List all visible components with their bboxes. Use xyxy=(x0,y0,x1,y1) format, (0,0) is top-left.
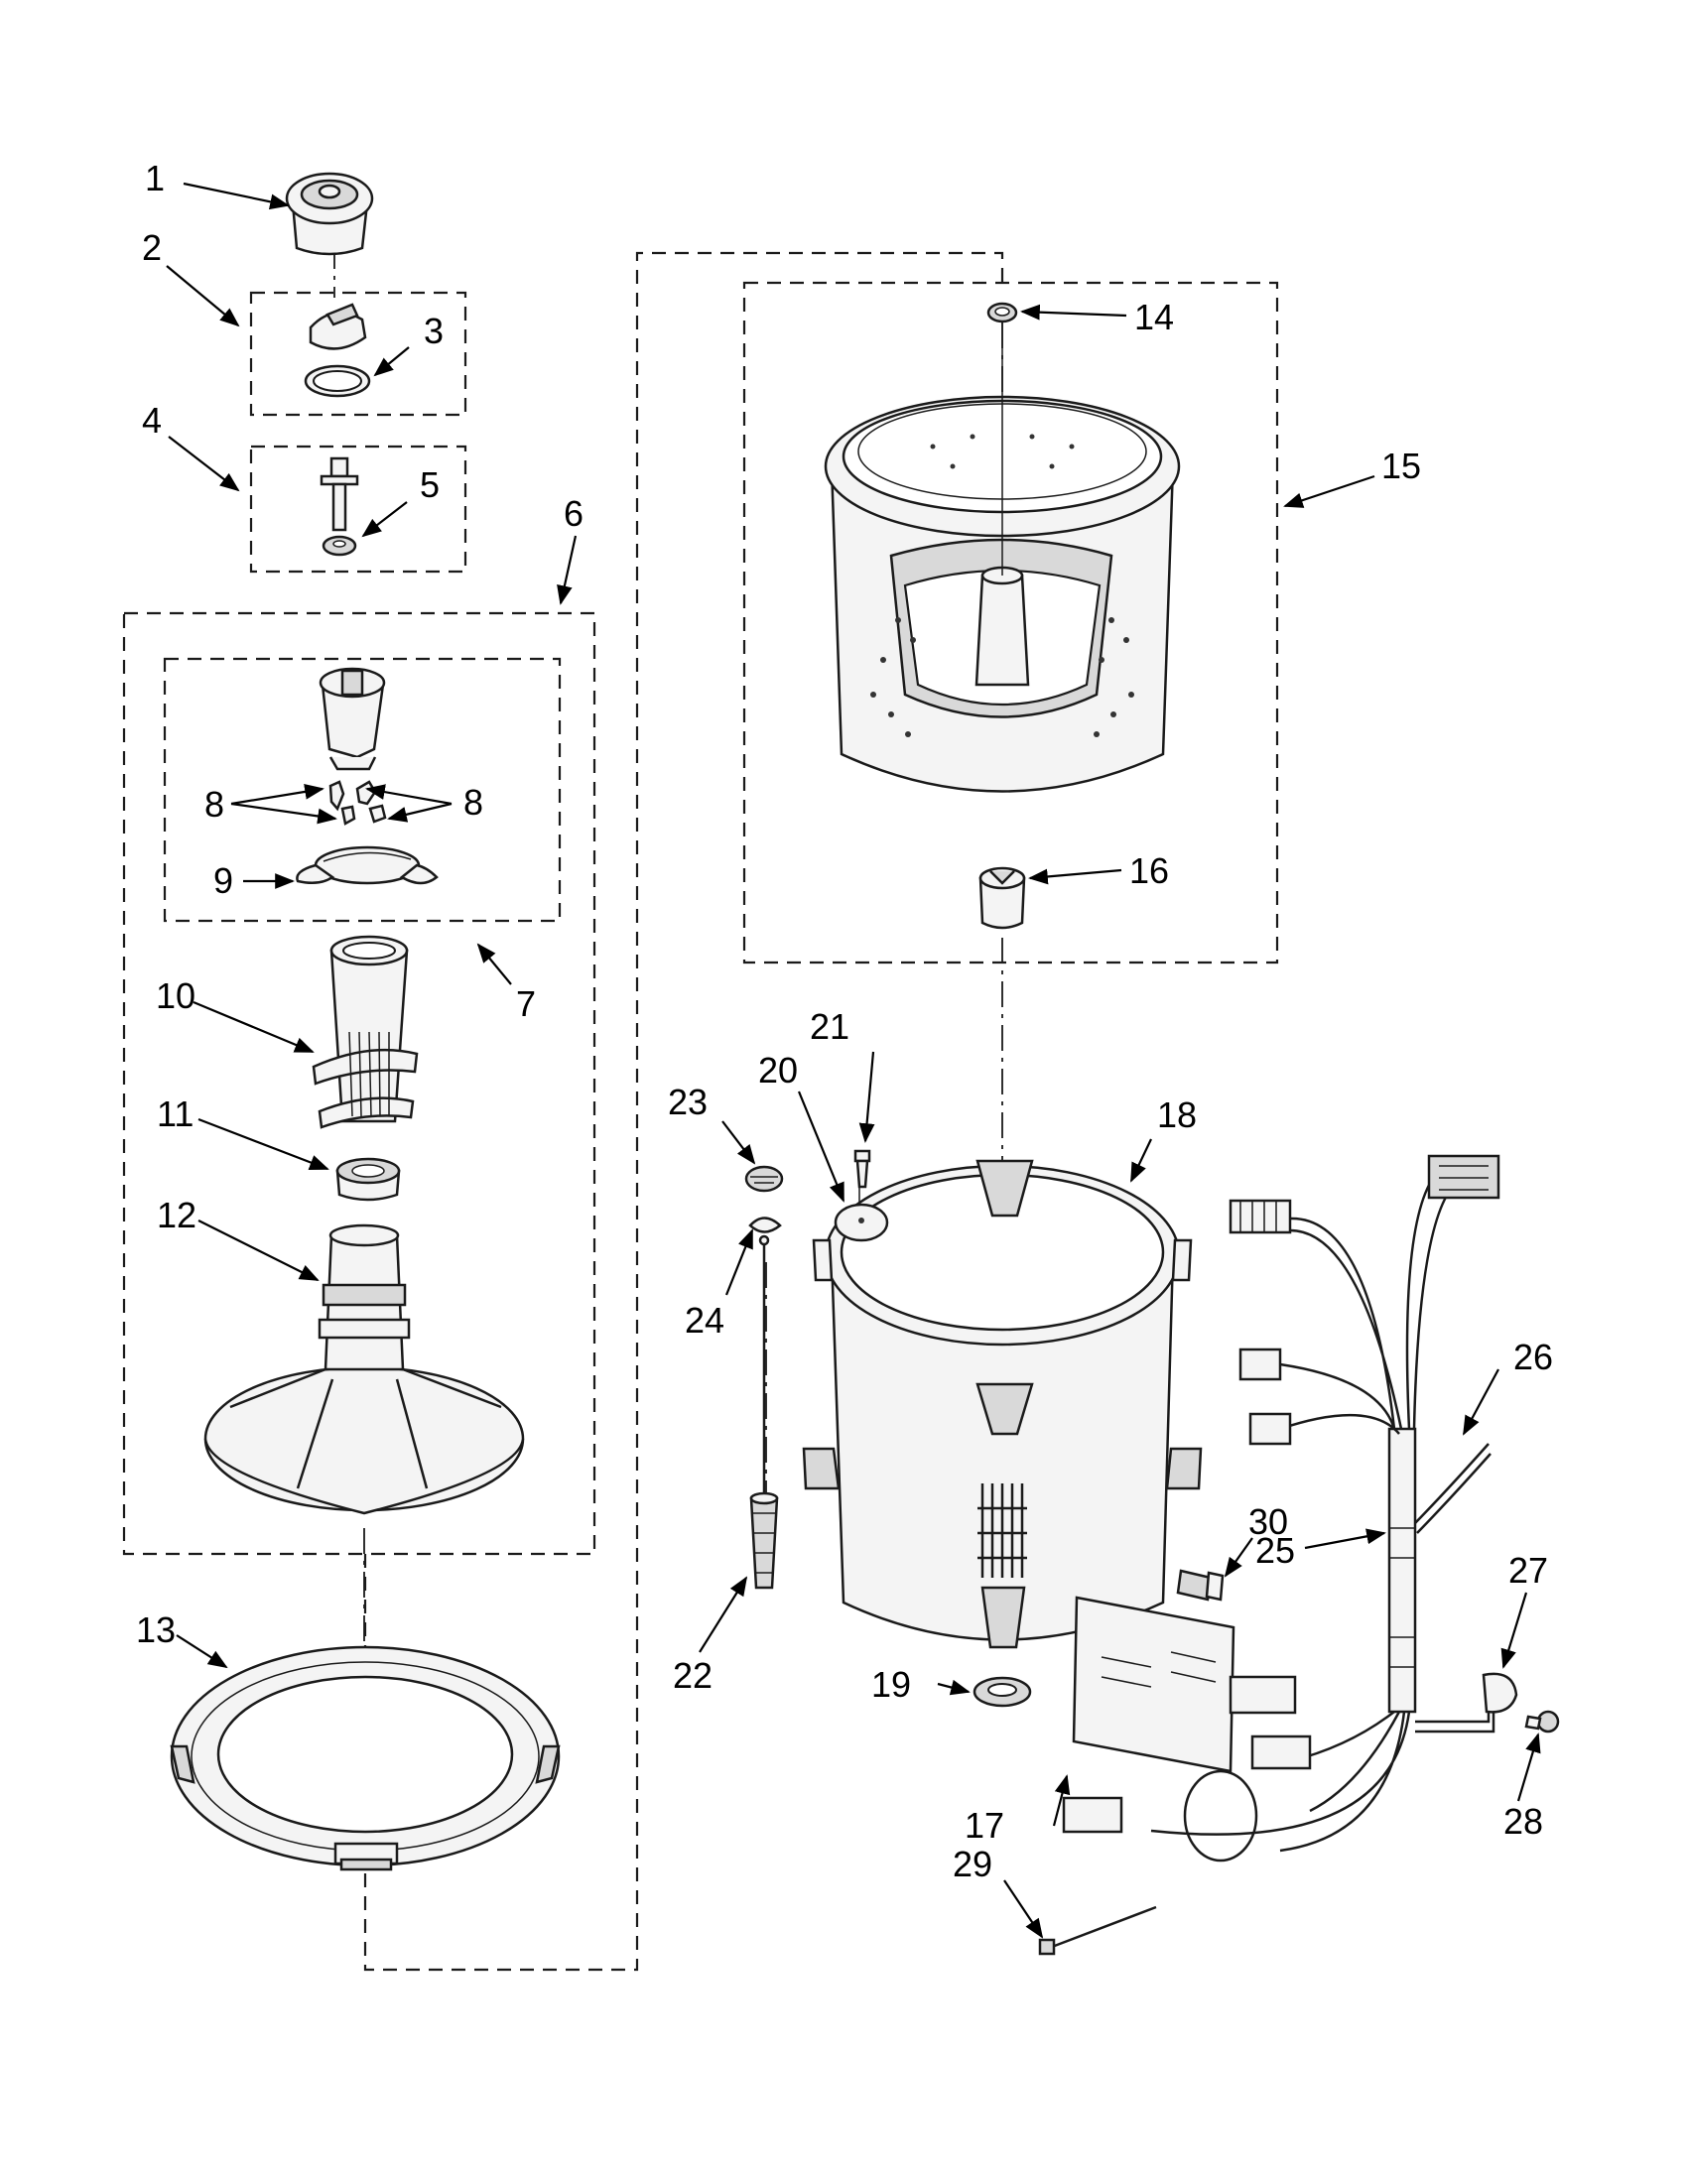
callout-16: 16 xyxy=(1129,850,1169,891)
group-boxes xyxy=(122,251,1279,1972)
part-5-bolt-washer xyxy=(320,456,359,557)
callout-7: 7 xyxy=(516,983,536,1024)
part-25-wire-harness xyxy=(1150,1170,1460,1863)
part-16-drive-hub xyxy=(978,866,1026,930)
callout-30: 30 xyxy=(1248,1501,1288,1542)
box-part-4 xyxy=(249,445,467,574)
part-26-ground-wire xyxy=(1414,1443,1492,1534)
box-part-2 xyxy=(249,291,467,417)
callout-19: 19 xyxy=(871,1664,911,1705)
part-9-dog-ring xyxy=(296,845,439,885)
part-21-screw xyxy=(853,1149,871,1189)
part-10-auger xyxy=(312,935,419,1129)
callout-22: 22 xyxy=(673,1655,713,1696)
callout-20: 20 xyxy=(758,1050,798,1091)
part-15-basket xyxy=(824,322,1181,793)
part-19-tub-seal xyxy=(973,1676,1032,1708)
part-3-cam-seal xyxy=(304,303,371,398)
callout-28: 28 xyxy=(1503,1801,1543,1842)
callout-2: 2 xyxy=(142,227,162,268)
part-8-dogs xyxy=(328,780,387,826)
callout-3: 3 xyxy=(424,311,444,351)
callout-14: 14 xyxy=(1134,297,1174,337)
part-24-pivot-ball xyxy=(748,1217,782,1246)
part-30-grommet xyxy=(1176,1569,1225,1602)
callout-23: 23 xyxy=(668,1082,708,1122)
part-22-suspension-rod xyxy=(749,1245,779,1590)
callout-13: 13 xyxy=(136,1609,176,1650)
callout-29: 29 xyxy=(953,1844,992,1884)
harness-connectors xyxy=(1062,1154,1500,1834)
box-part-15 xyxy=(742,281,1279,964)
callout-17: 17 xyxy=(965,1805,1004,1846)
part-17-board xyxy=(1072,1596,1235,1773)
part-28-screw xyxy=(1524,1710,1560,1734)
part-12-agitator-base xyxy=(203,1223,525,1515)
callout-labels: 1 2 3 4 5 6 7 8 8 9 10 11 12 13 14 15 16… xyxy=(136,158,1553,1884)
part-13-tub-ring xyxy=(170,1645,561,1871)
callout-5: 5 xyxy=(420,464,440,505)
callout-11: 11 xyxy=(157,1093,194,1134)
callout-4: 4 xyxy=(142,400,162,441)
part-18-outer-tub xyxy=(802,1159,1203,1649)
callout-15: 15 xyxy=(1381,446,1421,486)
box-part-6 xyxy=(122,611,596,1556)
callout-26: 26 xyxy=(1513,1337,1553,1377)
part-29-tie-strap xyxy=(1038,1905,1157,1956)
callout-6: 6 xyxy=(564,493,584,534)
connector-line xyxy=(363,251,1004,1972)
part-7-cam-assembly xyxy=(319,667,386,771)
box-part-7 xyxy=(163,657,562,923)
callout-24: 24 xyxy=(685,1300,724,1341)
part-23-pivot-dome xyxy=(744,1165,784,1193)
callout-10: 10 xyxy=(156,975,195,1016)
callout-1: 1 xyxy=(145,158,165,198)
part-20-cover-plate xyxy=(834,1203,889,1242)
callout-25: 25 xyxy=(1255,1530,1295,1571)
callout-27: 27 xyxy=(1508,1550,1548,1591)
callout-8-right: 8 xyxy=(463,782,483,823)
callout-8-left: 8 xyxy=(204,784,224,825)
callout-12: 12 xyxy=(157,1195,196,1235)
part-11-bearing xyxy=(335,1157,401,1202)
callout-9: 9 xyxy=(213,860,233,901)
part-14-spanner-nut xyxy=(986,302,1018,323)
leader-arrows xyxy=(166,182,1541,1939)
callout-18: 18 xyxy=(1157,1094,1197,1135)
callout-21: 21 xyxy=(810,1006,849,1047)
part-1-agitator-cap xyxy=(285,172,374,256)
part-27-clip xyxy=(1415,1672,1518,1734)
